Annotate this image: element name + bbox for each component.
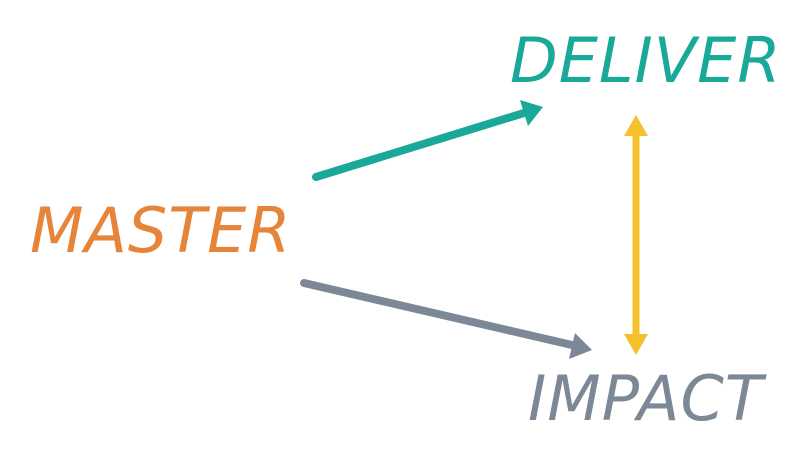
arrow-head [624,334,648,355]
arrow-deliver-impact [624,115,648,355]
node-impact: IMPACT [528,362,764,435]
arrow-head [624,115,648,136]
arrow-head [520,100,543,126]
edge-line [300,279,576,349]
node-master: MASTER [30,194,292,267]
node-deliver: DELIVER [510,24,782,97]
arrow-master-to-deliver [312,100,543,181]
arrow-head [569,333,592,359]
arrow-master-to-impact [300,279,592,359]
edge-line [312,109,528,181]
